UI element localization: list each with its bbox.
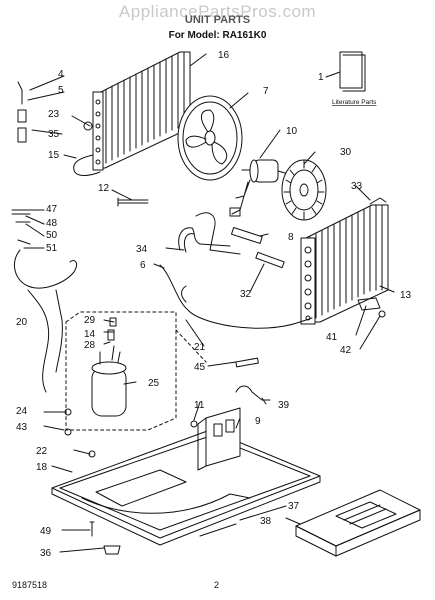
- compressor: [91, 317, 127, 417]
- callout-1: 1: [318, 72, 324, 83]
- callout-47: 47: [46, 204, 58, 215]
- callout-36: 36: [40, 548, 52, 559]
- mounting-bracket: [197, 407, 241, 471]
- part-33: [369, 197, 387, 205]
- fan-motor: [229, 159, 293, 217]
- callout-39: 39: [278, 400, 290, 411]
- part-37: [199, 523, 237, 537]
- callout-37: 37: [288, 501, 300, 512]
- callout-10: 10: [286, 126, 298, 137]
- part-41: [357, 297, 381, 311]
- callout-labels: 1 4 5 6 7 8 9 10 11 12 13 14 15 16 18 20…: [16, 50, 412, 559]
- diagram-title: UNIT PARTS: [184, 14, 251, 26]
- callout-30: 30: [340, 147, 352, 158]
- part-36: [103, 545, 121, 555]
- tube-8: [230, 227, 263, 244]
- model-line: For Model: RA161K0: [168, 30, 267, 41]
- callout-12: 12: [98, 183, 110, 194]
- literature-booklet: [339, 51, 366, 92]
- document-number: 9187518: [12, 580, 48, 590]
- callout-23: 23: [48, 109, 60, 120]
- callout-45: 45: [194, 362, 206, 373]
- callout-42: 42: [340, 345, 352, 356]
- condenser-fan-blade: [177, 95, 243, 181]
- part-11: [190, 420, 198, 428]
- watermark: AppliancePartsPros.com: [118, 2, 317, 21]
- callout-6: 6: [140, 260, 146, 271]
- tube-34: [178, 227, 231, 251]
- callout-49: 49: [40, 526, 52, 537]
- condenser-coil: [92, 51, 191, 171]
- callout-38: 38: [260, 516, 272, 527]
- callout-5: 5: [58, 85, 64, 96]
- part-45: [235, 357, 259, 368]
- callout-13: 13: [400, 290, 412, 301]
- tube-32: [255, 251, 285, 269]
- callout-25: 25: [148, 378, 160, 389]
- callout-7: 7: [263, 86, 269, 97]
- callout-21: 21: [194, 342, 206, 353]
- callout-16: 16: [218, 50, 230, 61]
- part-23: [83, 121, 93, 131]
- blower-wheel: [281, 159, 327, 221]
- callout-18: 18: [36, 462, 48, 473]
- evaporator-coil: [300, 204, 389, 325]
- parts-4-5-35: [17, 81, 27, 143]
- power-cord: [27, 289, 63, 393]
- callout-8: 8: [288, 232, 294, 243]
- callout-50: 50: [46, 230, 58, 241]
- drain-tube: [159, 264, 313, 329]
- callout-22: 22: [36, 446, 48, 457]
- callout-33: 33: [351, 181, 363, 192]
- callout-29: 29: [84, 315, 96, 326]
- callout-15: 15: [48, 150, 60, 161]
- base-pan: [51, 429, 321, 546]
- part-49: [89, 521, 95, 537]
- callout-41: 41: [326, 332, 338, 343]
- callout-14: 14: [84, 329, 96, 340]
- control-panel: [295, 489, 421, 557]
- callout-35: 35: [48, 129, 60, 140]
- part-43: [64, 428, 72, 436]
- page-number: 2: [214, 580, 220, 590]
- callout-4: 4: [58, 69, 64, 80]
- bracket-39: [235, 385, 271, 401]
- callout-43: 43: [16, 422, 28, 433]
- callout-24: 24: [16, 406, 28, 417]
- cable-tie: [117, 197, 149, 207]
- callout-20: 20: [16, 317, 28, 328]
- callout-28: 28: [84, 340, 96, 351]
- callout-48: 48: [46, 218, 58, 229]
- literature-parts-label: Literature Parts: [332, 99, 377, 106]
- callout-32: 32: [240, 289, 252, 300]
- callout-51: 51: [46, 243, 58, 254]
- callout-34: 34: [136, 244, 148, 255]
- part-42: [378, 310, 386, 318]
- sensor-assembly: [11, 209, 31, 245]
- callout-11: 11: [194, 400, 205, 411]
- callout-9: 9: [255, 416, 261, 427]
- part-24: [64, 408, 72, 416]
- capillary-tube: [73, 154, 101, 176]
